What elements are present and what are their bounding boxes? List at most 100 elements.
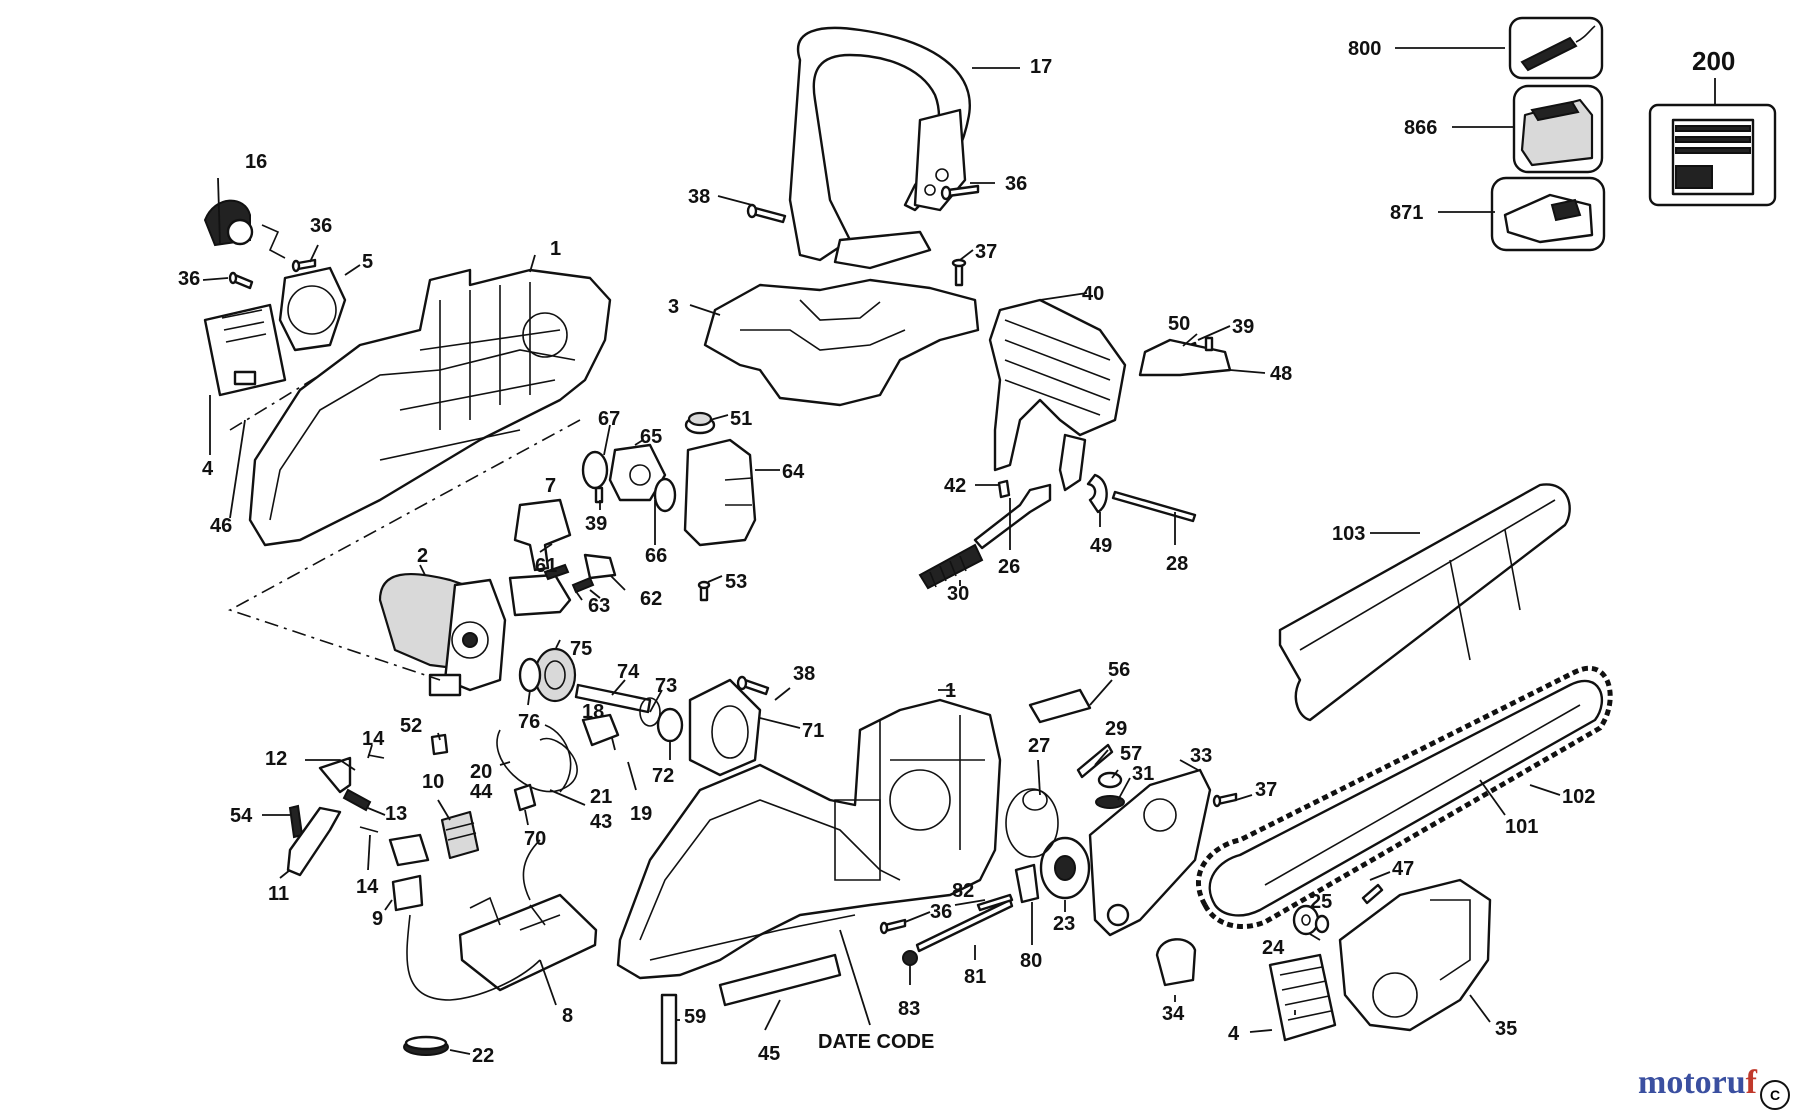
part-34-knob (1155, 938, 1197, 987)
label-67: 67 (598, 408, 620, 430)
label-36-handle: 36 (1005, 173, 1027, 195)
label-52: 52 (400, 715, 422, 737)
label-871: 871 (1390, 202, 1423, 224)
part-33-cover-plate (1088, 768, 1212, 937)
label-38-lower: 38 (793, 663, 815, 685)
part-22-band (403, 1035, 449, 1056)
label-45: 45 (758, 1043, 780, 1065)
part-71-gear-case (688, 678, 762, 777)
part-35-side-cover (1338, 878, 1492, 1032)
label-54: 54 (230, 805, 253, 827)
label-21: 21 (590, 786, 612, 808)
screw-37-side (1212, 792, 1238, 808)
label-31: 31 (1132, 763, 1154, 785)
label-19: 19 (630, 803, 652, 825)
label-9: 9 (372, 908, 383, 930)
label-28: 28 (1166, 553, 1188, 575)
part-101-guide-bar (1208, 679, 1604, 917)
label-866: 866 (1404, 117, 1437, 139)
part-103-bar-cover (1278, 483, 1571, 722)
label-44: 44 (470, 781, 493, 803)
label-11: 11 (268, 883, 289, 905)
part-3-handle-base (703, 278, 980, 407)
label-61: 61 (535, 555, 557, 577)
label-24: 24 (1262, 937, 1285, 959)
part-40-rear-handle (988, 298, 1127, 492)
part-52-pin (430, 733, 449, 756)
label-12: 12 (265, 748, 287, 770)
label-17: 17 (1030, 56, 1052, 78)
screw-38-lower (736, 675, 770, 696)
part-871-charger-box (1490, 176, 1606, 252)
label-37-base: 37 (975, 241, 997, 263)
part-83-nut (902, 950, 918, 966)
part-20-wire-loop (496, 729, 578, 793)
part-59-strip (660, 993, 678, 1065)
label-49: 49 (1090, 535, 1112, 557)
label-37-side: 37 (1255, 779, 1277, 801)
part-64-oil-tank (683, 438, 757, 547)
label-64: 64 (782, 461, 805, 483)
label-10: 10 (422, 771, 444, 793)
label-8: 8 (562, 1005, 573, 1027)
screw-53 (697, 580, 711, 602)
label-4-cover: 4 (1228, 1023, 1240, 1045)
label-101: 101 (1505, 816, 1538, 838)
part-200-manual-box (1648, 103, 1777, 207)
part-27-drum (1005, 788, 1059, 858)
part-14-pin-upper (367, 754, 385, 759)
label-51: 51 (730, 408, 752, 430)
part-21-wire-loop (544, 724, 572, 793)
part-17-front-handle (788, 26, 971, 270)
label-27: 27 (1028, 735, 1050, 757)
label-36-top: 36 (310, 215, 332, 237)
part-49-clip (1086, 473, 1108, 514)
label-33: 33 (1190, 745, 1212, 767)
label-30: 30 (947, 583, 969, 605)
screw-39-lever (1204, 336, 1214, 352)
part-866-battery-box (1512, 84, 1604, 174)
label-14-upper: 14 (362, 728, 385, 750)
part-1-housing-left (248, 268, 612, 547)
label-29: 29 (1105, 718, 1127, 740)
label-83: 83 (898, 998, 920, 1020)
label-59: 59 (684, 1006, 706, 1028)
part-61-switch-housing (508, 573, 572, 617)
part-4-left-cover (203, 303, 287, 397)
label-4-left: 4 (202, 458, 214, 480)
part-1-housing-right (616, 698, 1002, 980)
watermark-badge: C (1760, 1080, 1790, 1110)
label-7: 7 (545, 475, 556, 497)
part-14-pin-lower (359, 826, 379, 833)
screw-37-base (951, 258, 967, 287)
part-10-coil (440, 810, 480, 860)
alignment-lines (227, 374, 581, 681)
label-72: 72 (652, 765, 674, 787)
part-9-switch (388, 833, 430, 912)
screw-36-handle (940, 184, 980, 201)
label-82: 82 (952, 880, 974, 902)
part-54-spring (288, 804, 304, 839)
label-1-upper: 1 (550, 238, 561, 260)
part-66-seal (653, 477, 677, 513)
screw-36-lower (879, 918, 907, 935)
screw-36-left (228, 271, 254, 290)
part-82-rod (976, 893, 1014, 912)
screw-36-top (291, 258, 317, 273)
label-63: 63 (588, 595, 610, 617)
part-13-spring (342, 788, 372, 812)
label-74: 74 (617, 661, 640, 683)
screw-39-pump (594, 486, 604, 504)
part-16-switch (203, 199, 286, 259)
label-35: 35 (1495, 1018, 1517, 1040)
label-14-lower: 14 (356, 876, 379, 898)
part-63-spring (543, 563, 595, 594)
label-73: 73 (655, 675, 677, 697)
part-25-nut (1314, 914, 1330, 934)
part-number-labels: 17 36 38 37 3 40 50 39 48 42 49 28 26 30… (178, 38, 1735, 1067)
part-5-end-cap (278, 266, 347, 352)
label-39-lever: 39 (1232, 316, 1254, 338)
label-71: 71 (802, 720, 824, 742)
